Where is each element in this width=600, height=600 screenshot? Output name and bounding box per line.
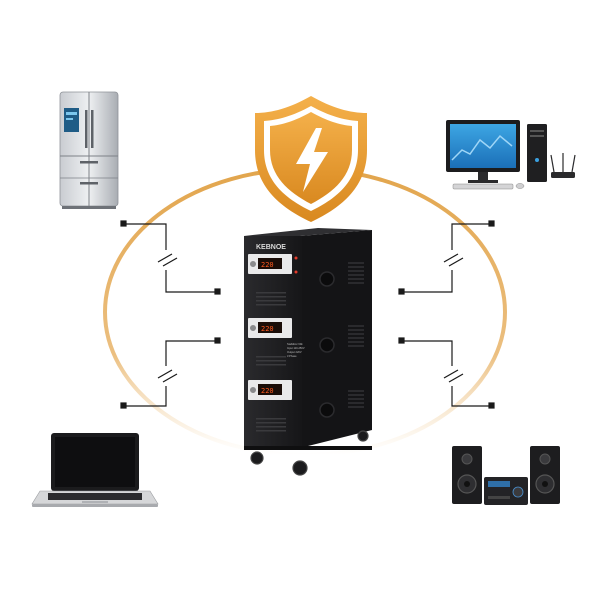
spec-label-line-1: Stabilizer 60k bbox=[287, 342, 303, 346]
laptop-icon bbox=[31, 433, 159, 507]
spec-label-line-3: Output 220V bbox=[287, 350, 302, 354]
display-panel-2: 220 bbox=[261, 325, 274, 333]
voltage-stabilizer-cabinet bbox=[244, 228, 372, 476]
brand-logo: KEBNOE bbox=[256, 244, 286, 251]
circuit-breaker-right-bottom bbox=[398, 337, 495, 409]
display-panel-1: 220 bbox=[261, 261, 274, 269]
desktop-computer-icon bbox=[446, 120, 576, 190]
audio-system-icon bbox=[452, 446, 560, 505]
spec-label-line-4: 3 Phase bbox=[287, 354, 297, 358]
spec-label-line-2: Input 110-250V bbox=[287, 346, 305, 350]
refrigerator-icon bbox=[59, 91, 119, 209]
lightning-shield-icon bbox=[255, 96, 367, 222]
circuit-breaker-right-top bbox=[398, 220, 495, 295]
display-panel-3: 220 bbox=[261, 387, 274, 395]
circuit-breaker-left-top bbox=[120, 220, 221, 295]
circuit-breaker-left-bottom bbox=[120, 337, 221, 409]
